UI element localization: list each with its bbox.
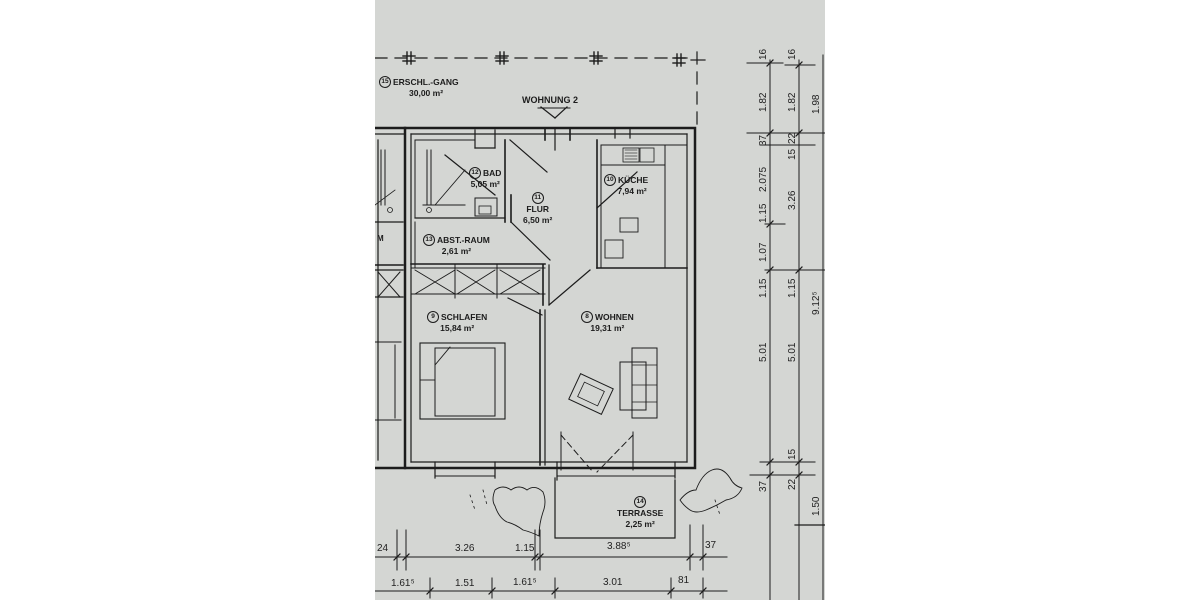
- dimension-label: 16: [758, 48, 769, 60]
- dimension-label: 3.01: [603, 577, 623, 588]
- room-number-badge: 13: [423, 234, 435, 246]
- room-name: SCHLAFEN: [441, 311, 488, 322]
- room-name: TERRASSE: [617, 508, 664, 518]
- dimension-label: 1.50: [811, 496, 822, 516]
- dimension-label: 9.12⁵: [811, 291, 822, 315]
- room-area: 2,25 m²: [625, 519, 655, 529]
- dimension-label: 2.075: [758, 166, 769, 192]
- dimension-label: 37: [705, 540, 717, 551]
- dimension-label: 22: [787, 478, 798, 490]
- dimension-label: 22: [787, 132, 798, 144]
- dimension-label: 15: [787, 448, 798, 460]
- dimension-label: 1.51: [455, 578, 475, 589]
- room-number-badge: 15: [379, 76, 391, 88]
- dimension-label: 1.98: [811, 94, 822, 114]
- room-number-badge: 11: [531, 192, 544, 204]
- dimension-label: 1.82: [787, 92, 798, 112]
- dimension-label: 3.26: [455, 543, 475, 554]
- room-number-badge: 10: [604, 174, 616, 186]
- dimension-label: 1.15: [758, 278, 769, 298]
- room-number-badge: 12: [469, 167, 481, 179]
- room-terrasse: 14 TERRASSE 2,25 m²: [617, 496, 663, 530]
- room-name: KÜCHE: [618, 174, 649, 185]
- room-number-badge: 9: [427, 311, 439, 323]
- dimension-label: 1.15: [787, 278, 798, 298]
- dimension-label: 15: [787, 148, 798, 160]
- room-area: 2,61 m²: [441, 246, 472, 256]
- dimension-label: 1.61⁵: [391, 578, 415, 589]
- dimension-label: 16: [787, 48, 798, 60]
- dimension-label: 37: [758, 480, 769, 492]
- floor-plan-drawing: [375, 51, 825, 600]
- room-name: BAD: [483, 167, 502, 178]
- room-name: ERSCHL.-GANG: [393, 76, 459, 87]
- room-name: WOHNEN: [595, 311, 634, 322]
- dimension-label: 81: [678, 575, 690, 586]
- dimension-label: 3.88⁵: [607, 541, 631, 552]
- dimension-label: 1.82: [758, 92, 769, 112]
- dimension-label: 1.07: [758, 242, 769, 262]
- room-area: 19,31 m²: [590, 323, 625, 333]
- room-number-badge: 14: [634, 496, 647, 508]
- room-area: 5,05 m²: [470, 179, 500, 189]
- room-area: 30,00 m²: [409, 88, 444, 98]
- room-name: FLUR: [526, 204, 549, 214]
- neighbour-room-fragment-label: M: [377, 234, 384, 243]
- room-name: ABST.-RAUM: [437, 234, 490, 245]
- dimension-label: 5.01: [787, 342, 798, 362]
- room-flur: 11 FLUR 6,50 m²: [523, 192, 552, 226]
- room-area: 15,84 m²: [440, 323, 475, 333]
- dimension-label: 1.15: [515, 543, 535, 554]
- dimension-label: 1.61⁵: [513, 577, 537, 588]
- dimension-label: 37: [758, 134, 769, 146]
- room-area: 6,50 m²: [523, 215, 553, 225]
- dimension-label: 3.26: [787, 190, 798, 210]
- room-area: 7,94 m²: [617, 186, 647, 196]
- dimension-label: 5.01: [758, 342, 769, 362]
- dimension-label: 24: [377, 543, 389, 554]
- dimension-label: 1.15: [758, 203, 769, 223]
- room-number-badge: 8: [581, 311, 593, 323]
- unit-label: WOHNUNG 2: [522, 95, 578, 105]
